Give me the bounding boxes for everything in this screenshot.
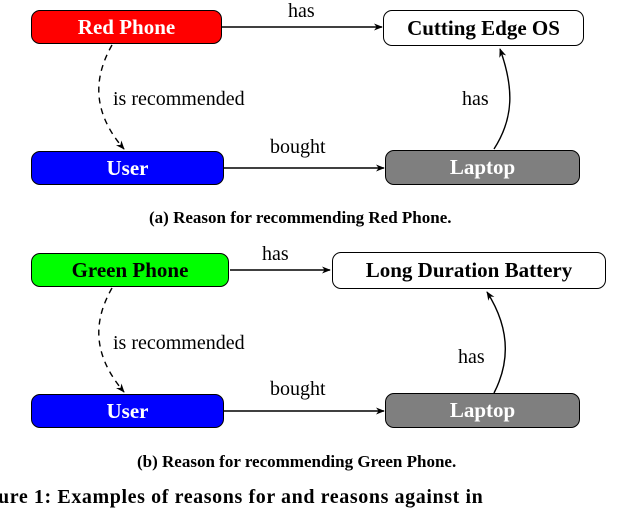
edge-a-has-right: [493, 48, 511, 150]
node-user-a: User: [31, 151, 224, 185]
node-green-phone: Green Phone: [31, 253, 229, 287]
node-long-duration-battery: Long Duration Battery: [332, 252, 606, 289]
label-b-has-top: has: [262, 243, 289, 265]
label-b-bought: bought: [270, 378, 326, 400]
label-a-is-recommended: is recommended: [113, 88, 245, 110]
caption-b: (b) Reason for recommending Green Phone.: [137, 452, 457, 471]
node-red-phone: Red Phone: [31, 10, 222, 44]
node-laptop-b: Laptop: [385, 393, 580, 428]
label-b-is-recommended: is recommended: [113, 332, 245, 354]
edge-a-is-recommended: [98, 44, 125, 150]
label-a-bought: bought: [270, 136, 326, 158]
label-a-has-top: has: [288, 0, 315, 22]
node-user-b: User: [31, 394, 224, 428]
figure-caption: ure 1: Examples of reasons for and reaso…: [0, 486, 484, 508]
edge-b-has-right: [486, 291, 506, 394]
node-laptop-a: Laptop: [385, 150, 580, 185]
edge-b-is-recommended: [98, 287, 125, 393]
caption-a: (a) Reason for recommending Red Phone.: [149, 208, 452, 227]
label-a-has-right: has: [462, 88, 489, 110]
node-cutting-edge-os: Cutting Edge OS: [383, 10, 584, 46]
label-b-has-right: has: [458, 346, 485, 368]
